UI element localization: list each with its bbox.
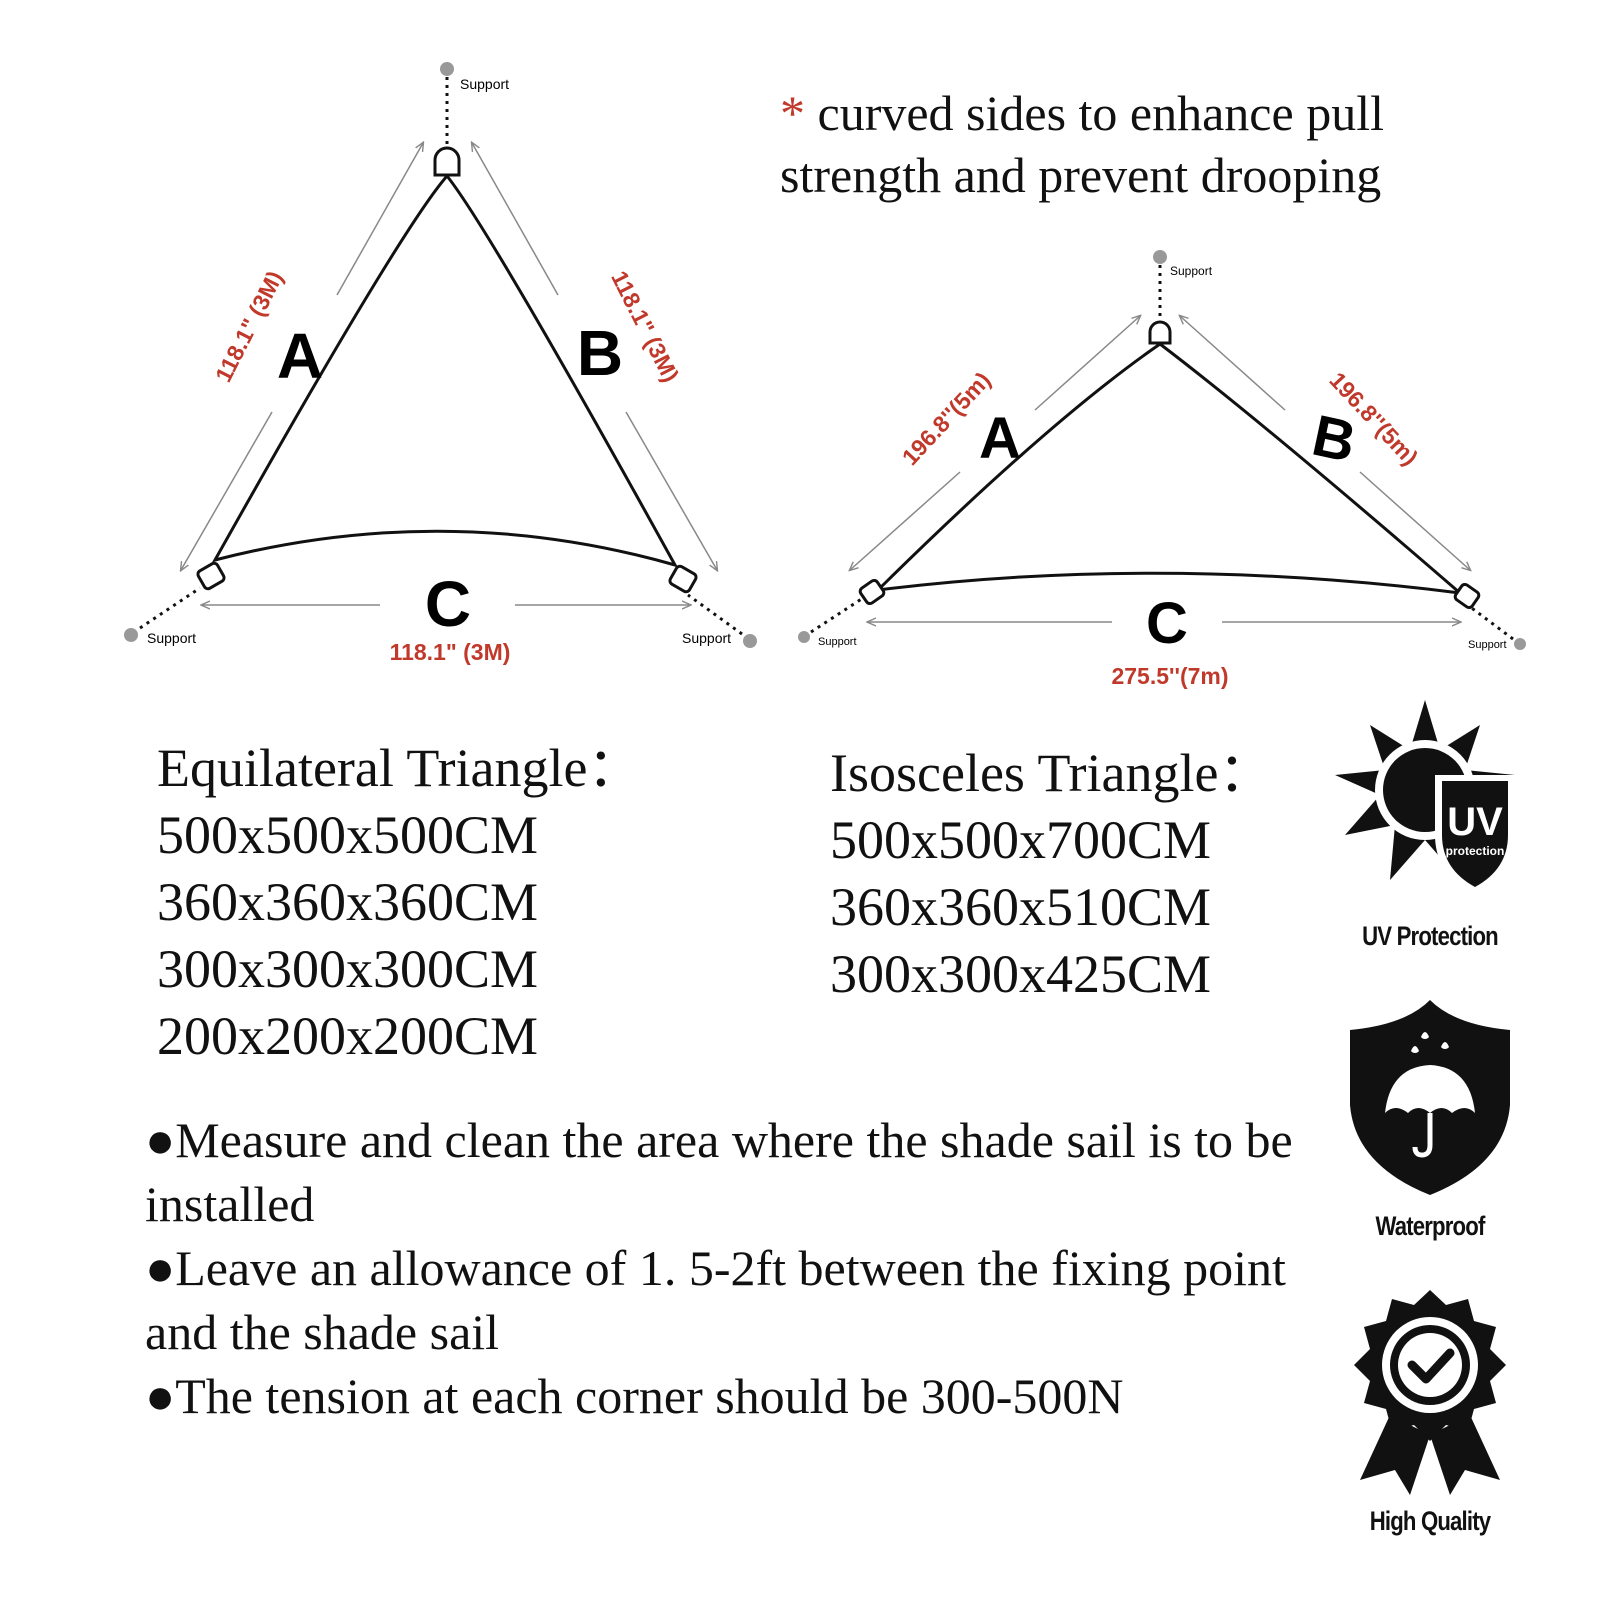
triangle-diagrams: Support Support Support A B C 118.1" (3M… [124,62,1526,689]
side-letter-a: A [277,320,323,392]
shield-umbrella-icon [1350,1000,1510,1195]
side-length-c: 275.5''(7m) [1111,663,1228,689]
equilateral-size-list: Equilateral Triangle： 500x500x500CM 360x… [157,735,641,1070]
uv-subtext: protection [1446,844,1505,858]
support-dot-left [798,631,810,643]
uv-text: UV [1447,800,1503,844]
corner-ring-right [668,564,698,594]
side-letter-b: B [577,317,623,389]
support-label-top: Support [1170,264,1213,278]
tip-item: ●Leave an allowance of 1. 5-2ft between … [145,1240,1286,1360]
quality-ribbon-icon [1354,1290,1506,1495]
tip-item: ●Measure and clean the area where the sh… [145,1112,1293,1232]
uv-caption: UV Protection [1362,921,1499,951]
tip-item: ●The tension at each corner should be 30… [145,1368,1124,1424]
support-label-top: Support [460,76,509,92]
curved-sides-note: * curved sides to enhance pull strength … [780,82,1460,206]
size-item: 300x300x300CM [157,939,539,999]
high-quality-badge: High Quality [1320,1285,1540,1537]
support-dot-top [440,62,454,76]
uv-protection-badge: UV protection UV Protection [1320,695,1540,952]
corner-ring-left [858,578,886,606]
side-letter-c: C [425,568,471,640]
corner-ring-top [433,146,461,177]
note-text: curved sides to enhance pull strength an… [780,85,1384,203]
support-dot-top [1153,250,1167,264]
support-dot-right [1514,638,1526,650]
size-item: 360x360x510CM [830,877,1212,937]
waterproof-caption: Waterproof [1375,1211,1485,1241]
side-letter-c: C [1146,591,1188,656]
support-label-left: Support [147,630,196,646]
installation-tips: ●Measure and clean the area where the sh… [145,1108,1305,1428]
uv-sun-icon: UV protection [1335,700,1515,895]
isosceles-title: Isosceles Triangle： [830,743,1273,803]
size-item: 360x360x360CM [157,872,539,932]
waterproof-badge: Waterproof [1320,995,1540,1242]
isosceles-diagram: Support Support Support A B C 196.8''(5m… [798,250,1526,689]
isosceles-size-list: Isosceles Triangle： 500x500x700CM 360x36… [830,740,1272,1008]
equilateral-sail-outline [211,173,679,568]
size-item: 300x300x425CM [830,944,1212,1004]
equilateral-diagram: Support Support Support A B C 118.1" (3M… [124,62,757,665]
corner-ring-right [1453,582,1481,610]
support-dot-right [743,634,757,648]
side-length-c: 118.1" (3M) [390,639,511,665]
note-asterisk: * [780,85,805,141]
equilateral-title: Equilateral Triangle： [157,738,642,798]
quality-caption: High Quality [1369,1506,1491,1536]
size-item: 500x500x500CM [157,805,539,865]
support-label-left: Support [818,636,857,648]
support-label-right: Support [1468,639,1507,651]
corner-ring-top [1148,320,1172,345]
size-item: 200x200x200CM [157,1006,539,1066]
isosceles-sail-outline [873,342,1465,596]
support-label-right: Support [682,630,731,646]
side-letter-a: A [979,406,1021,471]
support-dot-left [124,628,138,642]
size-item: 500x500x700CM [830,810,1212,870]
corner-ring-left [196,561,226,591]
